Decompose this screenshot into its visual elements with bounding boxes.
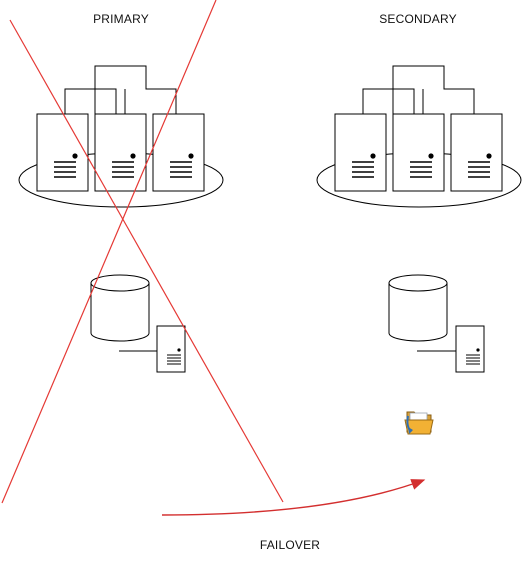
secondary-server-2 (392, 113, 445, 192)
red-x-icon (1, 0, 284, 504)
failover-arrow-icon (161, 479, 426, 516)
primary-cluster (18, 65, 224, 208)
secondary-cluster (316, 65, 522, 208)
primary-server-2 (94, 113, 147, 192)
secondary-server-3 (450, 113, 503, 192)
secondary-database-icon (388, 274, 448, 342)
secondary-server-1 (334, 113, 387, 192)
secondary-db-server-icon (417, 325, 485, 373)
primary-database-icon (90, 274, 150, 342)
secondary-label: SECONDARY (379, 12, 457, 26)
primary-db-server-icon (119, 325, 186, 373)
folder-icon[interactable] (404, 411, 434, 435)
primary-server-3 (152, 113, 205, 192)
primary-label: PRIMARY (93, 12, 149, 26)
failover-label: FAILOVER (259, 538, 321, 552)
primary-server-1 (36, 113, 89, 192)
